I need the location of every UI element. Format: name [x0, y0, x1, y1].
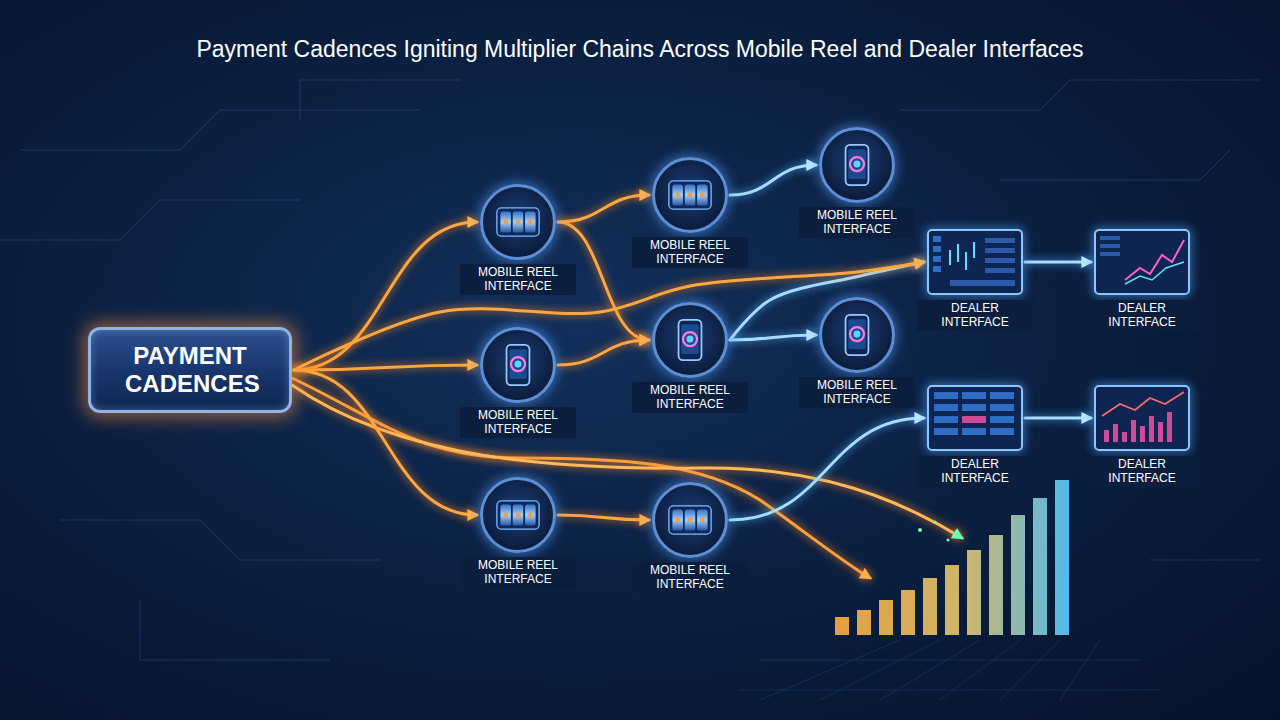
node-label: MOBILE REEL INTERFACE — [799, 377, 915, 408]
reel-node: MOBILE REEL INTERFACE — [652, 482, 728, 558]
node-label: MOBILE REEL INTERFACE — [632, 562, 748, 593]
node-label: DEALER INTERFACE — [917, 456, 1033, 487]
reel-node: MOBILE REEL INTERFACE — [480, 327, 556, 403]
node-label: MOBILE REEL INTERFACE — [632, 237, 748, 268]
flow-connector — [558, 515, 649, 520]
dealer-screen: DEALER INTERFACE — [927, 229, 1023, 295]
flow-connector — [294, 365, 477, 370]
flow-connector — [294, 262, 924, 370]
reel-node: MOBILE REEL INTERFACE — [819, 297, 895, 373]
flow-connector — [730, 418, 924, 520]
node-label: MOBILE REEL INTERFACE — [632, 382, 748, 413]
node-label: MOBILE REEL INTERFACE — [460, 264, 576, 295]
process-box: PAYMENT CADENCES — [88, 327, 292, 412]
reel-node: MOBILE REEL INTERFACE — [652, 302, 728, 378]
node-label: MOBILE REEL INTERFACE — [460, 557, 576, 588]
reel-node: MOBILE REEL INTERFACE — [652, 157, 728, 233]
flow-connector — [730, 165, 816, 195]
dealer-screen: DEALER INTERFACE — [1094, 385, 1190, 451]
box-text: PAYMENT CADENCES — [125, 342, 255, 397]
node-label: DEALER INTERFACE — [1084, 456, 1200, 487]
flow-connector — [294, 370, 477, 515]
dealer-screen: DEALER INTERFACE — [1094, 229, 1190, 295]
flow-connector — [558, 195, 649, 222]
reel-node: MOBILE REEL INTERFACE — [480, 184, 556, 260]
node-label: DEALER INTERFACE — [917, 300, 1033, 331]
node-label: MOBILE REEL INTERFACE — [799, 207, 915, 238]
flow-connector — [1025, 261, 1091, 264]
flow-connector — [558, 340, 649, 365]
node-label: DEALER INTERFACE — [1084, 300, 1200, 331]
reel-node: MOBILE REEL INTERFACE — [819, 127, 895, 203]
flow-connector — [730, 335, 816, 340]
flow-connector — [1025, 417, 1091, 420]
diagram-title: Payment Cadences Igniting Multiplier Cha… — [0, 36, 1280, 63]
reel-node: MOBILE REEL INTERFACE — [480, 477, 556, 553]
dealer-screen: DEALER INTERFACE — [927, 385, 1023, 451]
flow-connector — [294, 222, 477, 370]
node-label: MOBILE REEL INTERFACE — [460, 407, 576, 438]
